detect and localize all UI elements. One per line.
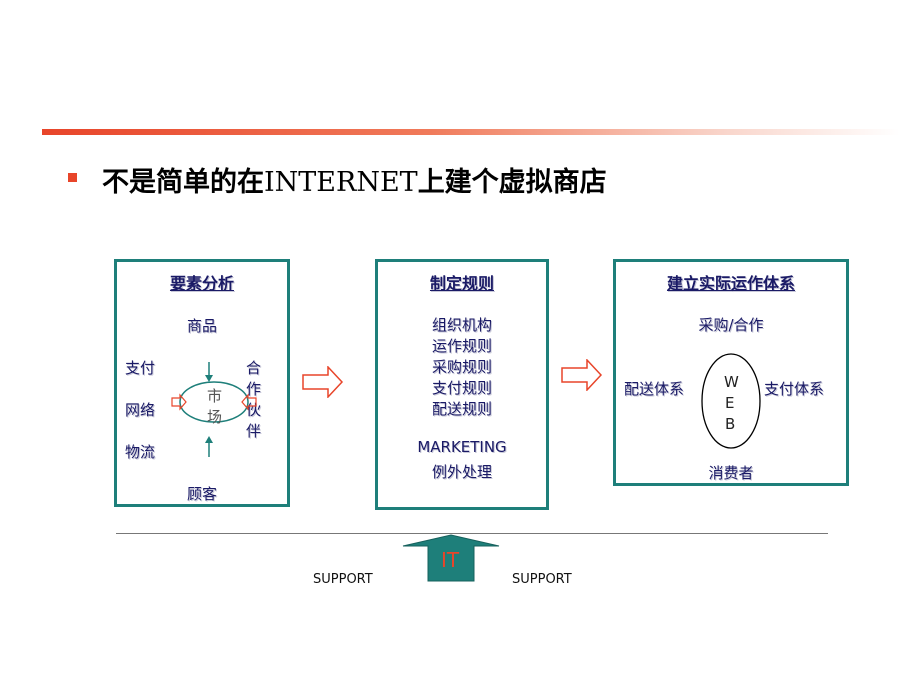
market-diagram — [171, 362, 257, 457]
web-letter: W — [724, 373, 739, 391]
box1-right-char-1: 合 — [246, 359, 262, 377]
element-analysis-title: 要素分析 — [169, 274, 234, 293]
bullet-square-icon — [68, 173, 77, 182]
box1-bottom-label: 顾客 — [186, 485, 217, 503]
market-char-2: 场 — [207, 408, 223, 426]
box1-left-label-3: 物流 — [125, 443, 156, 461]
rules-item: 运作规则 — [431, 337, 492, 355]
box1-right-char-4: 伴 — [246, 422, 262, 440]
rules-item: 支付规则 — [431, 379, 492, 397]
it-label: IT — [441, 548, 460, 572]
market-char-1: 市 — [207, 387, 223, 405]
web-letter: E — [725, 394, 735, 412]
rules-title: 制定规则 — [429, 274, 494, 293]
operation-system-title: 建立实际运作体系 — [666, 274, 795, 293]
arrow-right-icon — [241, 393, 257, 411]
box3-bottom-label: 消费者 — [708, 464, 754, 482]
support-right-label: SUPPORT — [512, 572, 572, 587]
marketing-label: MARKETING — [417, 438, 507, 456]
title-part-3: 上建个虚拟商店 — [417, 167, 607, 198]
exception-label: 例外处理 — [431, 463, 492, 481]
arrow-left-icon — [171, 393, 187, 411]
rules-item: 采购规则 — [431, 358, 492, 376]
box1-right-char-2: 作 — [246, 380, 262, 398]
support-baseline — [116, 533, 828, 534]
web-ellipse — [701, 353, 761, 449]
header-divider-line — [42, 129, 900, 135]
box3-top-label: 采购/合作 — [698, 316, 764, 334]
title-part-1: 不是简单的在 — [102, 167, 264, 198]
box1-left-label-2: 网络 — [125, 401, 156, 419]
box1-left-label-1: 支付 — [125, 359, 156, 377]
page-title: 不是简单的在INTERNET上建个虚拟商店 — [102, 160, 607, 199]
hollow-arrow-icon — [302, 366, 344, 398]
hollow-arrow-icon — [561, 359, 603, 391]
rules-item: 配送规则 — [431, 400, 492, 418]
title-part-2: INTERNET — [264, 167, 418, 198]
box3-left-label: 配送体系 — [624, 380, 685, 398]
rules-box — [375, 259, 549, 510]
it-support-arrow-icon — [402, 534, 500, 582]
rules-item: 组织机构 — [431, 316, 492, 334]
web-letter: B — [725, 415, 736, 433]
box3-right-label: 支付体系 — [764, 380, 825, 398]
market-ellipse — [179, 381, 249, 423]
arrow-top-head-icon — [205, 375, 213, 382]
arrow-bottom-head-icon — [205, 436, 213, 443]
support-left-label: SUPPORT — [313, 572, 373, 587]
box1-top-label: 商品 — [186, 317, 217, 335]
